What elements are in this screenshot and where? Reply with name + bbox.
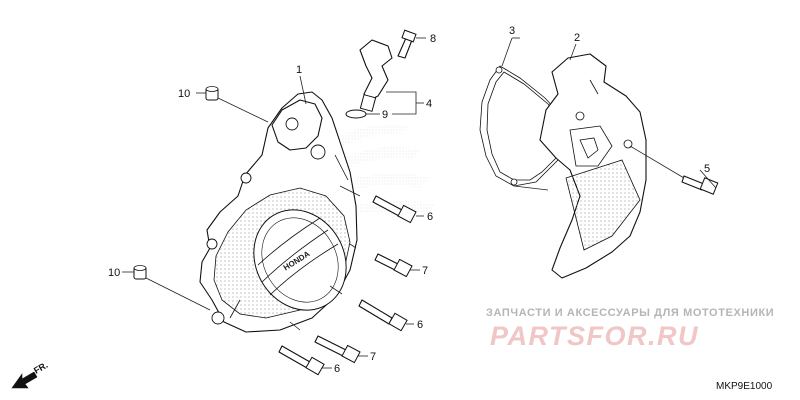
callout-1: 1 — [296, 64, 302, 76]
watermark-brand: PARTSFOR.RU — [490, 321, 699, 351]
bolt-6-lower — [278, 345, 325, 376]
dowel-pin-upper — [205, 86, 219, 101]
callout-6-middle: 6 — [417, 319, 423, 331]
left-crankcase-cover: HONDA — [199, 91, 358, 333]
callout-4: 4 — [426, 98, 432, 110]
callout-8: 8 — [430, 33, 436, 45]
callout-6-upper: 6 — [427, 211, 433, 223]
callout-10-lower: 10 — [108, 267, 120, 279]
honda-wing-watermark — [318, 124, 435, 222]
cover-guard — [539, 53, 647, 279]
partsfor-watermark: ЗАПЧАСТИ И АКСЕССУАРЫ ДЛЯ МОТОТЕХНИКИ PA… — [486, 307, 774, 351]
callout-7-upper: 7 — [422, 265, 428, 277]
callout-7-lower: 7 — [370, 351, 376, 363]
diagram-code: MKP9E1000 — [716, 381, 773, 392]
callout-3: 3 — [509, 25, 515, 37]
o-ring — [345, 109, 367, 119]
bolt-8 — [397, 29, 417, 59]
bolt-5 — [681, 175, 719, 195]
callout-10-upper: 10 — [178, 88, 190, 100]
bolt-6-middle — [358, 299, 408, 332]
callout-labels: 1 2 3 4 5 6 6 6 7 7 8 9 10 10 — [108, 25, 710, 375]
leader-lines — [122, 37, 717, 369]
callout-6-lower: 6 — [334, 363, 340, 375]
sensor-assembly — [345, 39, 393, 119]
dowel-pin-lower — [133, 265, 147, 280]
bolt-7-lower — [314, 335, 361, 364]
bolt-6-upper — [372, 195, 417, 224]
bolt-7-upper — [374, 253, 413, 278]
front-arrow-icon — [11, 371, 38, 389]
front-marker-label: FR. — [32, 360, 50, 376]
front-direction-marker: FR. — [11, 360, 50, 389]
callout-9: 9 — [382, 109, 388, 121]
callout-2: 2 — [574, 32, 580, 44]
watermark-subtitle: ЗАПЧАСТИ И АКСЕССУАРЫ ДЛЯ МОТОТЕХНИКИ — [486, 307, 774, 319]
callout-5: 5 — [704, 163, 710, 175]
